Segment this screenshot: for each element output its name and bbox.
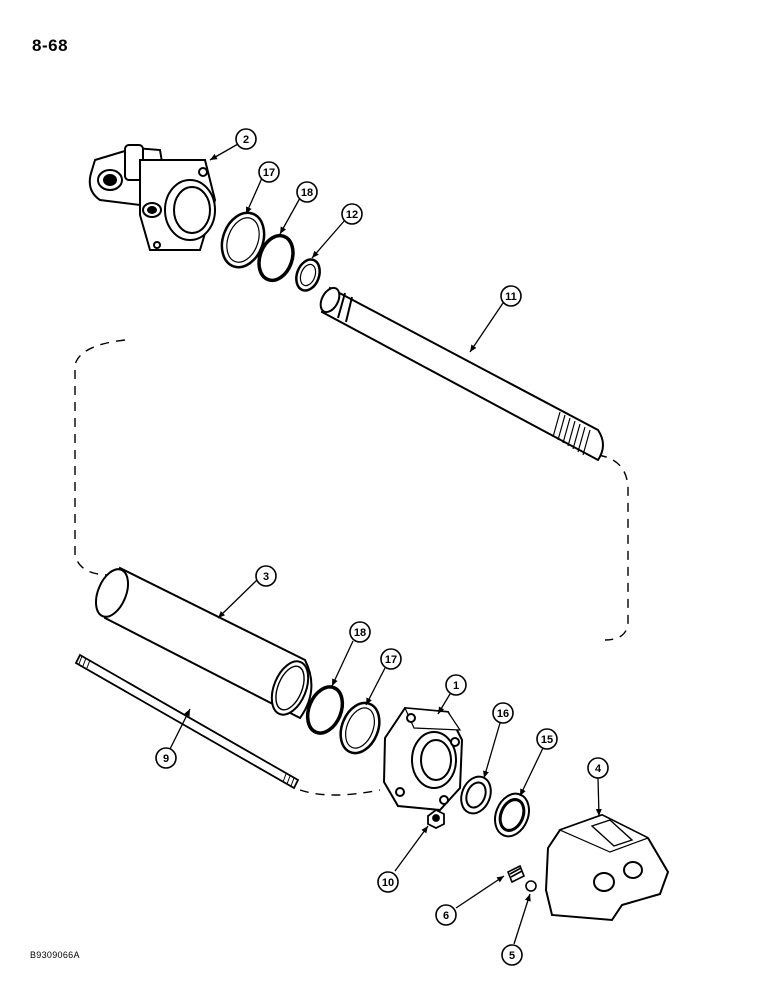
assembly-outline-dashed — [74, 339, 629, 796]
svg-text:2: 2 — [243, 134, 249, 146]
svg-text:9: 9 — [163, 753, 169, 765]
part-12-ring — [295, 258, 321, 292]
svg-text:18: 18 — [301, 187, 313, 199]
page-number: 8-68 — [32, 36, 69, 55]
callout-3: 3 — [255, 565, 277, 587]
part-2-clevis-cap — [88, 144, 217, 251]
part-10-nut — [427, 808, 445, 830]
callouts: 2 17 18 12 11 3 18 17 — [155, 128, 609, 966]
part-18-ring-top — [257, 233, 295, 283]
callout-2: 2 — [235, 128, 257, 150]
svg-text:1: 1 — [453, 680, 459, 692]
svg-text:10: 10 — [382, 877, 394, 889]
part-5-plug — [525, 880, 537, 892]
callout-17-bottom: 17 — [380, 648, 402, 670]
svg-text:15: 15 — [541, 734, 553, 746]
svg-text:5: 5 — [509, 950, 515, 962]
part-11-piston-rod — [319, 286, 604, 462]
callout-17-top: 17 — [258, 161, 280, 183]
callout-18-bottom: 18 — [349, 621, 371, 643]
callout-16: 16 — [492, 702, 514, 724]
part-18-ring-bottom — [305, 685, 345, 735]
callout-1: 1 — [445, 674, 467, 696]
svg-text:17: 17 — [385, 654, 397, 666]
part-16-bushing — [460, 775, 492, 815]
callout-11: 11 — [500, 285, 522, 307]
part-6-grease-fitting — [506, 864, 526, 884]
svg-text:3: 3 — [263, 571, 269, 583]
part-9-tie-rod — [74, 653, 300, 790]
callout-4: 4 — [587, 757, 609, 779]
callout-9: 9 — [155, 747, 177, 769]
svg-text:16: 16 — [497, 708, 509, 720]
callout-5: 5 — [501, 944, 523, 966]
leader-lines — [169, 143, 602, 945]
svg-text:6: 6 — [443, 910, 449, 922]
svg-text:4: 4 — [595, 763, 602, 775]
part-15-seal — [494, 792, 530, 838]
figure-code: B9309066A — [30, 950, 80, 960]
callout-6: 6 — [435, 904, 457, 926]
svg-text:12: 12 — [346, 209, 358, 221]
part-3-cylinder-tube — [94, 566, 313, 720]
part-4-clevis — [544, 813, 670, 922]
callout-12: 12 — [341, 203, 363, 225]
svg-text:17: 17 — [263, 167, 275, 179]
svg-text:11: 11 — [505, 291, 517, 303]
callout-15: 15 — [536, 728, 558, 750]
part-1-gland-head — [382, 706, 464, 812]
part-17-ring-top — [220, 211, 266, 269]
svg-text:18: 18 — [354, 627, 366, 639]
callout-10: 10 — [377, 871, 399, 893]
callout-18-top: 18 — [296, 181, 318, 203]
